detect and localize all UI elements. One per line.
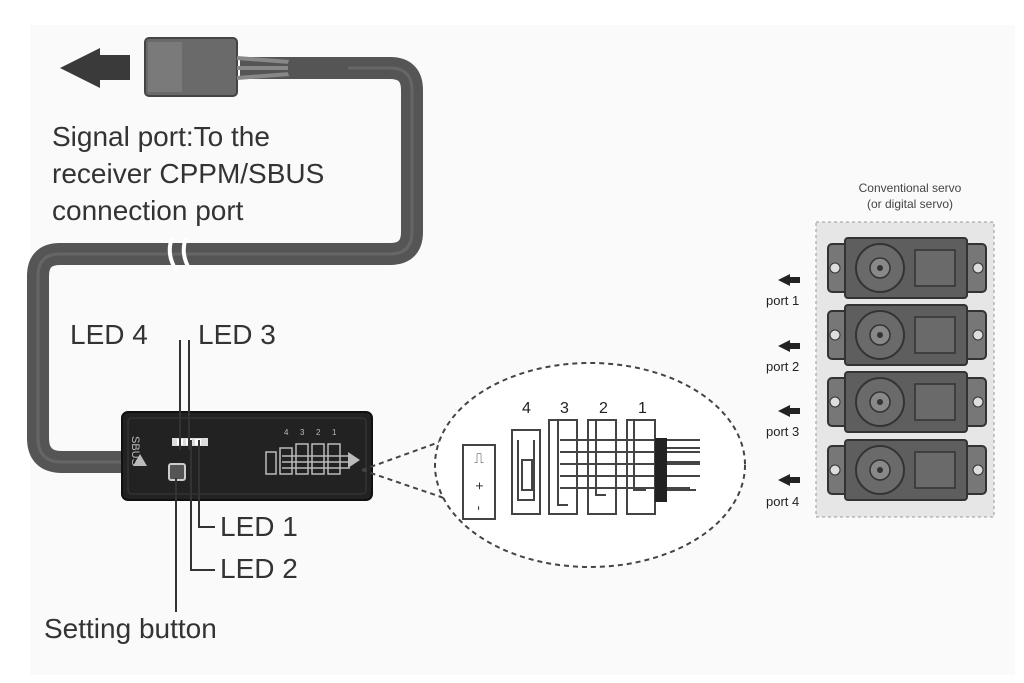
led2-label: LED 2 <box>220 553 298 584</box>
servo-title: Conventional servo (or digital servo) <box>840 180 980 212</box>
triangle-right-icon <box>348 452 360 468</box>
arrow-left-icon <box>60 48 130 88</box>
port1-arrow-icon <box>778 274 800 286</box>
connector-grip <box>148 42 182 92</box>
servo-group <box>827 237 987 501</box>
device-pin-header <box>265 443 350 475</box>
servo-3 <box>827 371 987 433</box>
led1-leader <box>198 440 215 528</box>
signal-legend-box <box>462 444 496 520</box>
legend-minus: - <box>472 505 488 511</box>
connector-wires <box>236 56 291 80</box>
cable-break-2 <box>181 237 192 272</box>
housing-3 <box>548 419 578 515</box>
cable-break-1 <box>167 237 178 272</box>
signal-port-label: Signal port:To the receiver CPPM/SBUS co… <box>52 118 324 229</box>
pin-number-4: 4 <box>522 400 531 417</box>
port1-label: port 1 <box>766 293 800 308</box>
device-brand-label: SBUS <box>129 436 141 466</box>
signal-port-line-3: connection port <box>52 195 244 226</box>
pin-number-2: 2 <box>599 400 608 417</box>
led2-leader <box>190 440 215 571</box>
port2-arrow-icon <box>778 340 800 352</box>
port4-arrow-icon <box>778 474 800 486</box>
zoomed-header-bar <box>655 438 667 502</box>
legend-signal: ⎍ <box>472 452 488 466</box>
servo-4 <box>827 439 987 501</box>
servo-2 <box>827 304 987 366</box>
servo-title-line-1: Conventional servo <box>858 181 962 195</box>
led1-label: LED 1 <box>220 511 298 542</box>
zoom-pointer <box>361 439 451 501</box>
triangle-left-icon <box>133 454 147 466</box>
housing-1 <box>626 419 656 515</box>
signal-legend: ⎍ + - <box>472 452 488 510</box>
port2-label: port 2 <box>766 359 800 374</box>
device-pin-3: 3 <box>300 428 305 437</box>
pin-number-1: 1 <box>638 400 647 417</box>
cable-sleeve <box>288 58 348 78</box>
servo-1 <box>827 237 987 299</box>
housing-2 <box>587 419 617 515</box>
servo-title-line-2: (or digital servo) <box>866 197 954 211</box>
device-pin-1: 1 <box>332 428 337 437</box>
signal-port-line-1: Signal port:To the <box>52 121 270 152</box>
housing-4 <box>511 429 541 515</box>
device-inner-border <box>127 417 367 495</box>
pin-number-3: 3 <box>560 400 569 417</box>
zoomed-pin-legs <box>667 447 700 491</box>
port3-arrow-icon <box>778 405 800 417</box>
signal-port-line-2: receiver CPPM/SBUS <box>52 158 325 189</box>
setting-button-label: Setting button <box>44 613 217 644</box>
led3-label: LED 3 <box>198 319 276 350</box>
setting-button[interactable] <box>168 463 186 481</box>
legend-plus: + <box>472 481 488 490</box>
device-pin-2: 2 <box>316 428 321 437</box>
zoomed-pin-traces <box>517 420 700 506</box>
port-arrows <box>778 274 800 486</box>
led4-label: LED 4 <box>70 319 148 350</box>
cable-highlight <box>36 66 414 464</box>
port3-label: port 3 <box>766 424 800 439</box>
port4-label: port 4 <box>766 494 800 509</box>
device-pin-4: 4 <box>284 428 289 437</box>
